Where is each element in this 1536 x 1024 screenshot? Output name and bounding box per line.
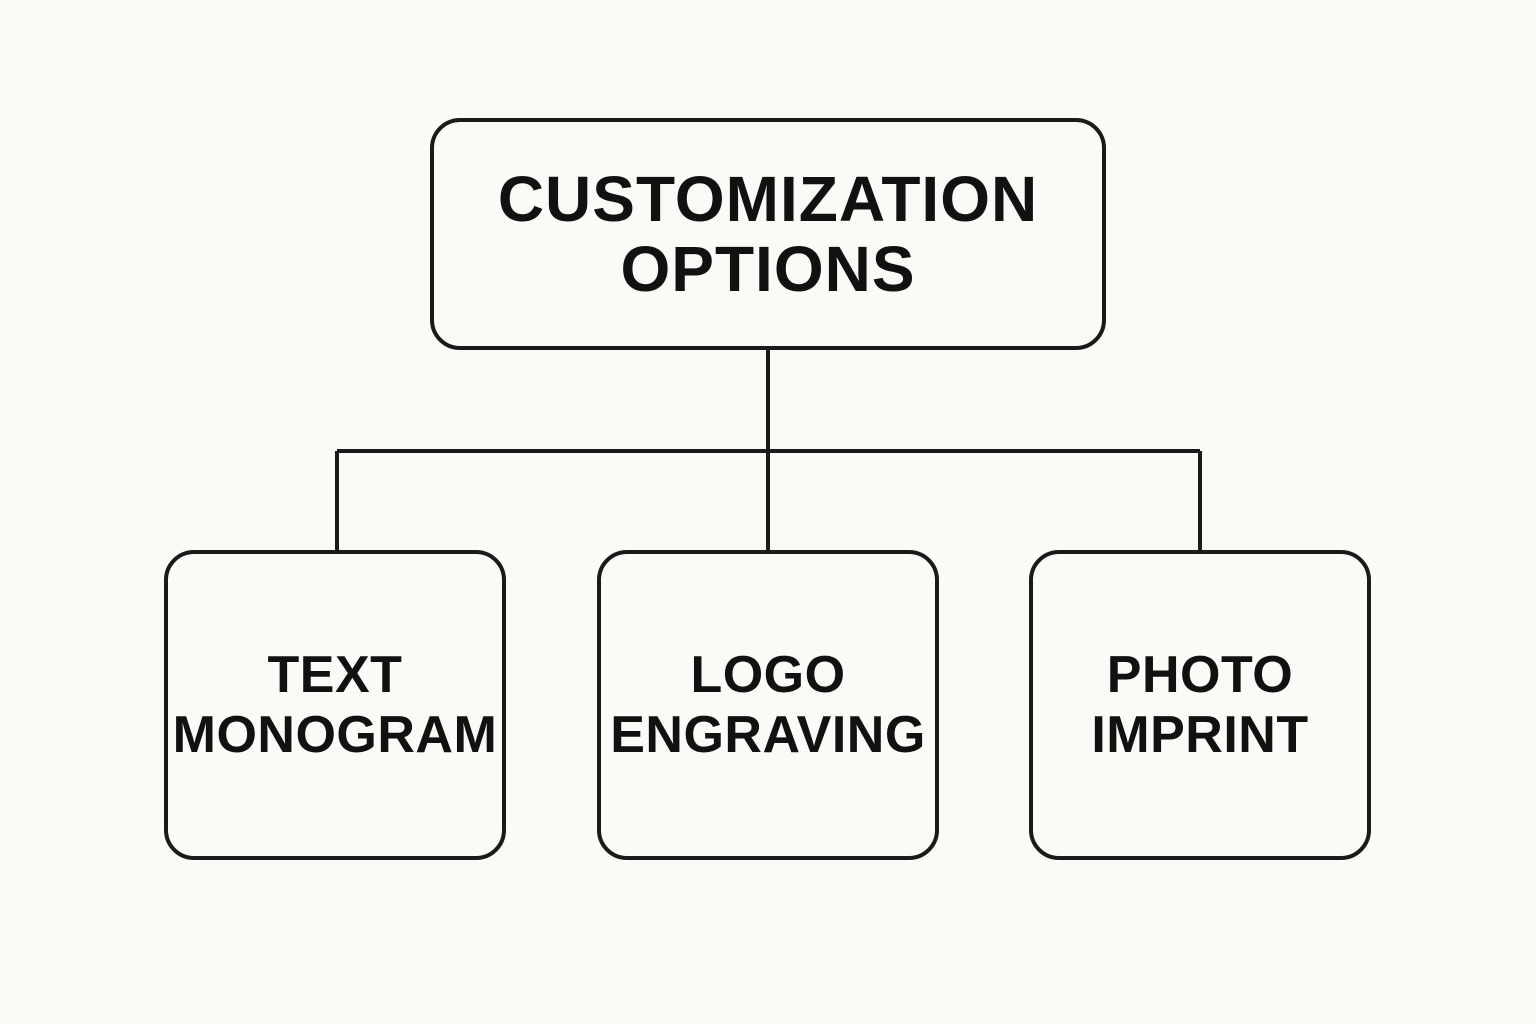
child-node-text-monogram-line-1: TEXT <box>267 646 403 704</box>
child-node-photo-imprint: PHOTO IMPRINT <box>1029 550 1371 860</box>
child-node-text-monogram-line-2: MONOGRAM <box>172 706 498 764</box>
child-node-photo-imprint-line-1: PHOTO <box>1106 646 1294 704</box>
child-node-logo-engraving-line-1: LOGO <box>690 646 846 704</box>
child-node-text-monogram: TEXT MONOGRAM <box>164 550 506 860</box>
root-node-title-line-1: CUSTOMIZATION <box>497 163 1039 235</box>
root-node-customization-options: CUSTOMIZATION OPTIONS <box>430 118 1106 350</box>
child-node-logo-engraving-line-2: ENGRAVING <box>610 706 926 764</box>
child-node-logo-engraving: LOGO ENGRAVING <box>597 550 939 860</box>
root-node-title-line-2: OPTIONS <box>620 233 916 305</box>
child-node-photo-imprint-line-2: IMPRINT <box>1091 706 1309 764</box>
